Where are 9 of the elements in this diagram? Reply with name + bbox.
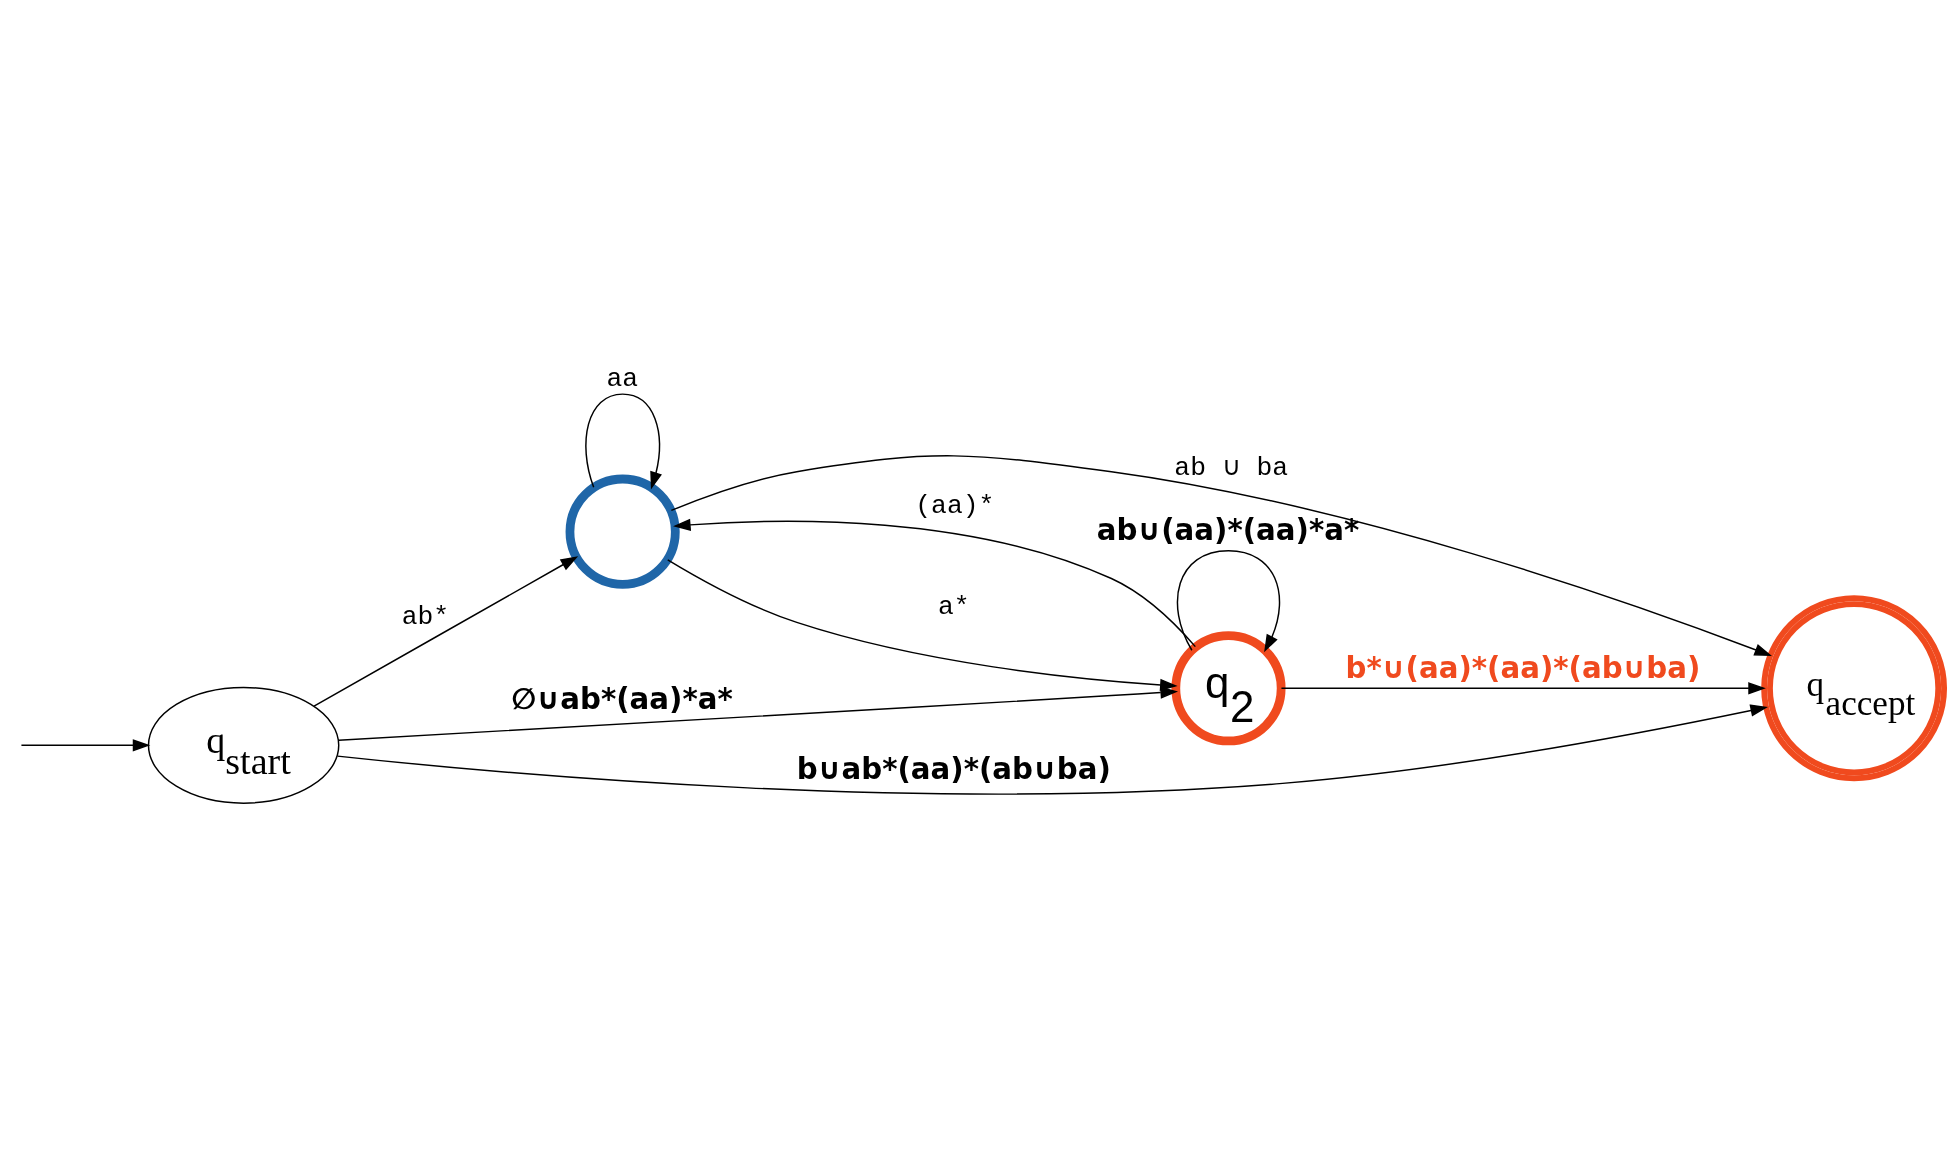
edge-label: ab∪(aa)*(aa)*a* [1096,513,1360,548]
edge-label: aa [606,363,639,394]
edge-label: b*∪(aa)*(aa)*(ab∪ba) [1345,651,1701,686]
edge-label: b∪ab*(aa)*(ab∪ba) [796,752,1111,786]
edge-label: (aa)* [915,491,995,522]
edge-label: ∅∪ab*(aa)*a* [511,681,733,716]
edge-label: ab* [401,602,450,633]
edge-label: a* [938,592,970,623]
edge-label: ab ∪ ba [1174,453,1289,484]
